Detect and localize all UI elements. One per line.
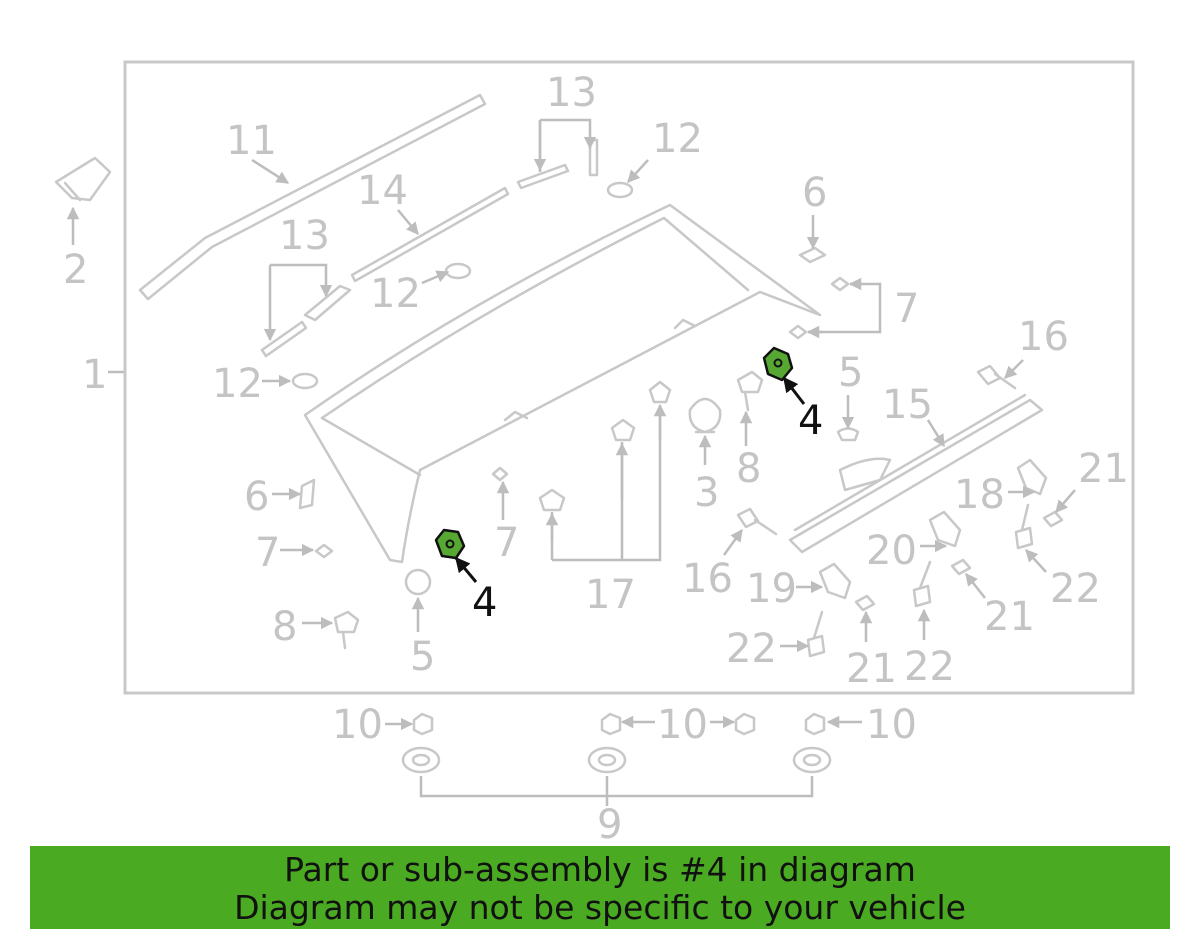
bracket-19 [818, 562, 852, 600]
clip-17c [538, 488, 566, 512]
washer-9c [792, 746, 832, 774]
banner-line-part: Part or sub-assembly is #4 in diagram [284, 850, 916, 889]
label-18: 18 [954, 472, 1005, 518]
label-9: 9 [597, 802, 622, 848]
label-21-top: 21 [1078, 446, 1129, 492]
clip-7d [491, 466, 509, 482]
end-cap-2 [54, 156, 112, 202]
washer-9a [401, 746, 441, 774]
label-5-right: 5 [838, 350, 863, 396]
bumper-3 [688, 397, 722, 434]
label-5-left: 5 [410, 634, 435, 680]
clip-5b [836, 427, 860, 442]
label-12-top: 12 [652, 116, 703, 162]
grommet-12a [606, 181, 634, 199]
nut-10b [600, 712, 622, 736]
label-13-top: 13 [546, 70, 597, 116]
label-7-right: 7 [894, 286, 919, 332]
clip-17b [610, 418, 636, 442]
label-2: 2 [63, 247, 88, 293]
label-13-left: 13 [279, 213, 330, 259]
clip-21b [950, 558, 972, 576]
clip-5a [404, 568, 432, 596]
bracket-18 [1016, 458, 1048, 496]
label-4-right: 4 [798, 398, 823, 444]
clip-6b [298, 478, 316, 510]
clip-7b [788, 324, 808, 340]
strip-13-lower [260, 284, 352, 358]
pin-8a [736, 370, 764, 412]
label-8-left: 8 [272, 604, 297, 650]
label-4-left: 4 [472, 580, 497, 626]
label-12-mid: 12 [370, 271, 421, 317]
bracket-20 [928, 510, 962, 548]
grommet-12b [444, 262, 472, 280]
label-19: 19 [746, 566, 797, 612]
label-22-right: 22 [1050, 566, 1101, 612]
label-16-bottom: 16 [682, 556, 733, 602]
stop-lamp-15 [788, 393, 1044, 554]
label-10-mid: 10 [657, 702, 708, 748]
label-8-right: 8 [736, 446, 761, 492]
clip-7c [314, 543, 334, 559]
label-10-right: 10 [866, 702, 917, 748]
label-17: 17 [585, 572, 636, 618]
screw-22b [912, 560, 932, 608]
label-11: 11 [226, 118, 277, 164]
clip-21a [1042, 510, 1064, 528]
clip-17a [648, 380, 672, 404]
label-22-mid: 22 [904, 644, 955, 690]
highlighted-part-4a[interactable] [434, 528, 466, 560]
nut-10a [412, 712, 434, 736]
nut-10d [804, 712, 826, 736]
weatherstrip-11 [138, 93, 487, 301]
label-7-left: 7 [255, 530, 280, 576]
highlighted-part-4b[interactable] [762, 346, 794, 382]
label-15: 15 [882, 382, 933, 428]
strip-14 [350, 186, 510, 283]
label-16-top: 16 [1018, 314, 1069, 360]
spoiler-body [303, 203, 822, 564]
label-12-left: 12 [212, 361, 263, 407]
bolt-16b [736, 507, 778, 536]
label-21-mid: 21 [984, 594, 1035, 640]
banner-line-disclaimer: Diagram may not be specific to your vehi… [234, 888, 966, 927]
washer-9b [587, 746, 627, 774]
clip-21c [854, 594, 876, 612]
bolt-16a [976, 364, 1017, 390]
label-6-right: 6 [802, 170, 827, 216]
label-10-left: 10 [332, 702, 383, 748]
label-20: 20 [866, 528, 917, 574]
clip-7a [830, 276, 850, 292]
assembly-frame [123, 60, 1135, 695]
pin-8b [333, 610, 360, 650]
screw-22c [806, 610, 826, 658]
leader-lines [66, 118, 1076, 806]
label-21-bottom: 21 [846, 646, 897, 692]
strip-13-upper [516, 138, 599, 190]
clip-6a [798, 246, 827, 264]
label-14: 14 [357, 168, 408, 214]
nut-10c [734, 712, 756, 736]
label-7-mid: 7 [494, 520, 519, 566]
label-22-left: 22 [726, 626, 777, 672]
screw-22a [1014, 503, 1034, 550]
label-1: 1 [82, 352, 107, 398]
notice-banner: Part or sub-assembly is #4 in diagram Di… [30, 846, 1170, 929]
grommet-12c [291, 372, 319, 390]
label-6-left: 6 [244, 474, 269, 520]
label-3: 3 [694, 470, 719, 516]
